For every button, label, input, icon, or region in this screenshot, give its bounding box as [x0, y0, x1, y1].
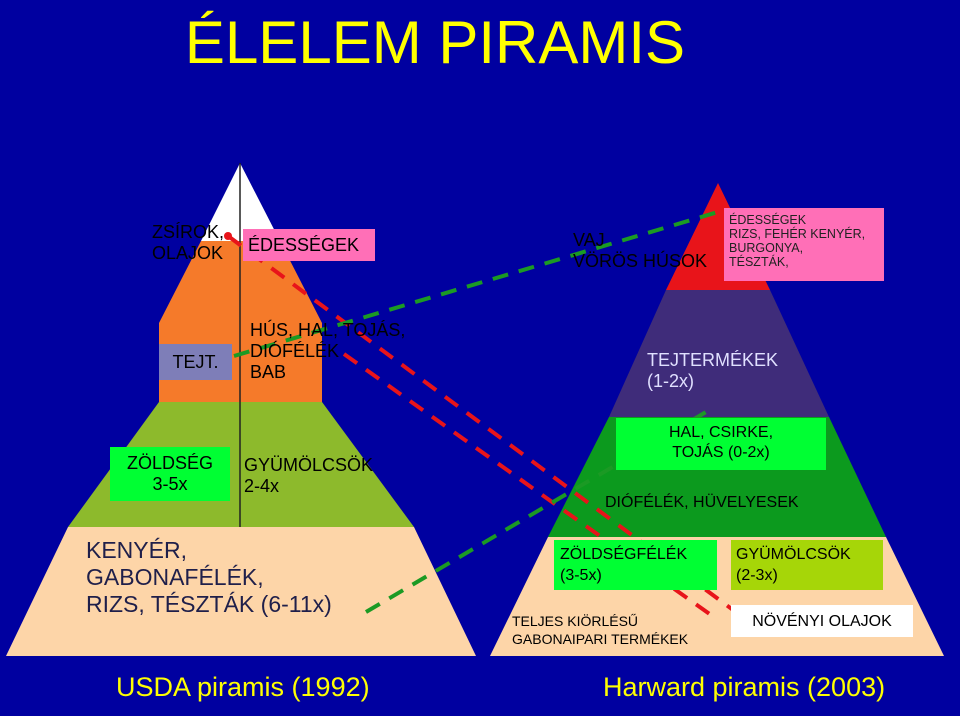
harvard-fruits-box: GYÜMÖLCSÖK (2-3x): [731, 540, 883, 590]
usda-grains-label: KENYÉR, GABONAFÉLÉK, RIZS, TÉSZTÁK (6-11…: [86, 537, 332, 617]
usda-vegetables-box: ZÖLDSÉG 3-5x: [110, 447, 230, 501]
harvard-butter-label: VAJ VÖRÖS HÚSOK: [573, 230, 708, 271]
page-title: ÉLELEM PIRAMIS: [184, 9, 686, 76]
usda-sweets-box: ÉDESSÉGEK: [243, 229, 375, 261]
usda-tier-base-peach: [6, 527, 476, 656]
harvard-nuts-label: DIÓFÉLÉK, HÜVELYESEK: [605, 494, 799, 511]
harvard-oils-box: NÖVÉNYI OLAJOK: [731, 605, 913, 637]
usda-fruits-label: GYÜMÖLCSÖK 2-4x: [244, 455, 374, 496]
harvard-wholegrain-label: TELJES KIÖRLÉSŰ GABONAIPARI TERMÉKEK: [512, 613, 689, 647]
red-dot-left: [224, 232, 232, 240]
harvard-caption: Harward piramis (2003): [603, 672, 886, 702]
usda-fats-label: ZSÍROK, OLAJOK: [152, 222, 225, 263]
green-dashed-line-upper: [233, 210, 719, 358]
harvard-vegetables-box: ZÖLDSÉGFÉLÉK (3-5x): [554, 540, 717, 590]
harvard-sweets-box: ÉDESSÉGEK RIZS, FEHÉR KENYÉR, BURGONYA, …: [724, 208, 884, 281]
harvard-dairy-label: TEJTERMÉKEK (1-2x): [647, 350, 779, 391]
usda-caption: USDA piramis (1992): [116, 672, 370, 702]
harvard-fish-box: HAL, CSIRKE, TOJÁS (0-2x): [616, 418, 826, 470]
usda-milk-box: TEJT.: [159, 344, 232, 380]
harvard-dairy-purple: [609, 290, 829, 417]
usda-protein-label: HÚS, HAL, TOJÁS, DIÓFÉLÉK BAB: [250, 320, 406, 382]
